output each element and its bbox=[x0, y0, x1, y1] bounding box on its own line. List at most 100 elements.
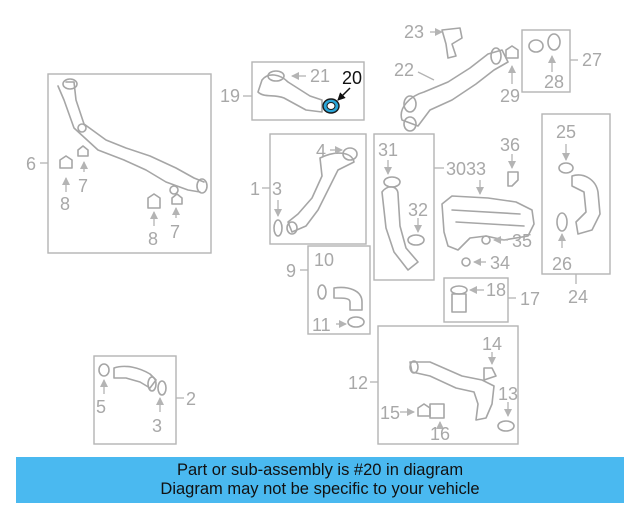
callout-31: 31 bbox=[378, 140, 398, 160]
group-box-27 bbox=[521, 29, 571, 93]
callout-22: 22 bbox=[394, 60, 414, 80]
callout-16: 16 bbox=[430, 424, 450, 444]
bolt-shape bbox=[147, 193, 161, 209]
hose-clamp bbox=[383, 176, 401, 188]
group-box-2 bbox=[93, 355, 177, 445]
callout-4: 4 bbox=[316, 141, 326, 161]
pipe-end-ring bbox=[409, 360, 419, 374]
callout-8: 8 bbox=[60, 194, 70, 214]
hose-end bbox=[286, 221, 298, 235]
group-2-assembly: 5 3 2 bbox=[93, 355, 196, 445]
bolt-head bbox=[461, 257, 471, 267]
o-ring bbox=[528, 39, 544, 53]
hose-shape bbox=[287, 152, 355, 233]
callout-8: 8 bbox=[148, 229, 158, 249]
arrow-highlight bbox=[337, 87, 351, 101]
callout-27: 27 bbox=[582, 50, 602, 70]
group-box-19 bbox=[251, 61, 365, 121]
callout-1: 1 bbox=[250, 179, 260, 199]
callout-9: 9 bbox=[286, 261, 296, 281]
group-19-assembly: 20 21 19 bbox=[220, 61, 365, 121]
intake-pipe-shape bbox=[400, 49, 509, 127]
callout-3033: 3033 bbox=[446, 159, 486, 179]
callout-12: 12 bbox=[348, 373, 368, 393]
callout-5: 5 bbox=[96, 397, 106, 417]
o-ring bbox=[317, 284, 327, 300]
callout-3: 3 bbox=[152, 416, 162, 436]
pipe-end-ring bbox=[403, 116, 417, 132]
callout-19: 19 bbox=[220, 86, 240, 106]
coolant-pipe-shape bbox=[409, 361, 495, 421]
banner-line-1: Part or sub-assembly is #20 in diagram bbox=[176, 461, 464, 479]
group-1-assembly: 4 1 3 bbox=[250, 133, 367, 245]
cap-shape bbox=[451, 293, 467, 313]
hose-clamp bbox=[558, 162, 574, 174]
callout-6: 6 bbox=[26, 154, 36, 174]
callout-18: 18 bbox=[486, 280, 506, 300]
group-17-assembly: 18 17 bbox=[443, 277, 540, 323]
hose-end bbox=[147, 376, 157, 392]
group-box-17 bbox=[443, 277, 509, 323]
group-box-12 bbox=[377, 325, 519, 445]
callout-32: 32 bbox=[408, 200, 428, 220]
pipe-end-ring bbox=[403, 95, 417, 113]
callout-15: 15 bbox=[380, 403, 400, 423]
bolt-shape bbox=[171, 193, 183, 205]
o-ring bbox=[556, 212, 568, 232]
bolt-shape bbox=[77, 145, 89, 157]
sensor-shape bbox=[483, 367, 497, 381]
long-hose-shape bbox=[381, 186, 419, 271]
housing-assembly: 36 35 34 bbox=[441, 135, 535, 273]
o-ring bbox=[273, 219, 283, 237]
callout-10: 10 bbox=[314, 250, 334, 270]
pipe-end-ring bbox=[62, 78, 78, 90]
plug-shape bbox=[429, 403, 445, 419]
group-9-assembly: 10 9 11 bbox=[286, 245, 371, 335]
group-box-9 bbox=[307, 245, 371, 335]
callout-23: 23 bbox=[404, 22, 424, 42]
group-box-30 bbox=[373, 133, 435, 281]
callout-7: 7 bbox=[170, 222, 180, 242]
clip-shape bbox=[505, 45, 519, 59]
callout-7: 7 bbox=[78, 176, 88, 196]
callout-11: 11 bbox=[312, 315, 331, 335]
callout-24: 24 bbox=[568, 287, 588, 307]
group-box-1 bbox=[269, 133, 367, 245]
callout-36: 36 bbox=[500, 135, 520, 155]
hose-shape bbox=[571, 174, 601, 235]
hose-clamp bbox=[342, 147, 358, 161]
pipe-end-ring bbox=[196, 178, 208, 194]
bolt-head bbox=[481, 235, 491, 245]
banner-line-2: Diagram may not be specific to your vehi… bbox=[160, 480, 480, 498]
hose-shape bbox=[113, 365, 157, 389]
group-27-assembly: 28 27 bbox=[521, 29, 602, 93]
hose-clamp bbox=[267, 70, 285, 82]
callout-14: 14 bbox=[482, 334, 502, 354]
bolt-shape bbox=[417, 403, 431, 417]
housing-detail bbox=[451, 209, 525, 227]
info-banner: Part or sub-assembly is #20 in diagram D… bbox=[16, 457, 624, 503]
callout-17: 17 bbox=[520, 289, 540, 309]
callout-3: 3 bbox=[272, 179, 282, 199]
callout-25: 25 bbox=[556, 122, 576, 142]
callout-2: 2 bbox=[186, 389, 196, 409]
callout-28: 28 bbox=[544, 72, 564, 92]
pipe-fitting bbox=[169, 185, 179, 195]
callout-34: 34 bbox=[490, 253, 510, 273]
bolt-shape bbox=[59, 155, 73, 169]
o-ring bbox=[547, 33, 561, 51]
pipe-fitting bbox=[77, 123, 87, 133]
group-24-assembly: 25 26 24 bbox=[541, 113, 611, 307]
hose-clamp bbox=[98, 363, 110, 377]
o-ring bbox=[497, 420, 515, 432]
callout-29: 29 bbox=[500, 86, 520, 106]
leader-line bbox=[417, 71, 435, 81]
bracket-shape bbox=[441, 27, 463, 59]
callout-13: 13 bbox=[498, 384, 518, 404]
housing-shape bbox=[441, 195, 535, 251]
group-6-assembly: 6 7 8 8 7 bbox=[26, 73, 212, 254]
o-ring bbox=[157, 380, 167, 396]
group-30-assembly: 31 32 3033 bbox=[373, 133, 486, 281]
coolant-pipe-shape bbox=[57, 81, 205, 193]
